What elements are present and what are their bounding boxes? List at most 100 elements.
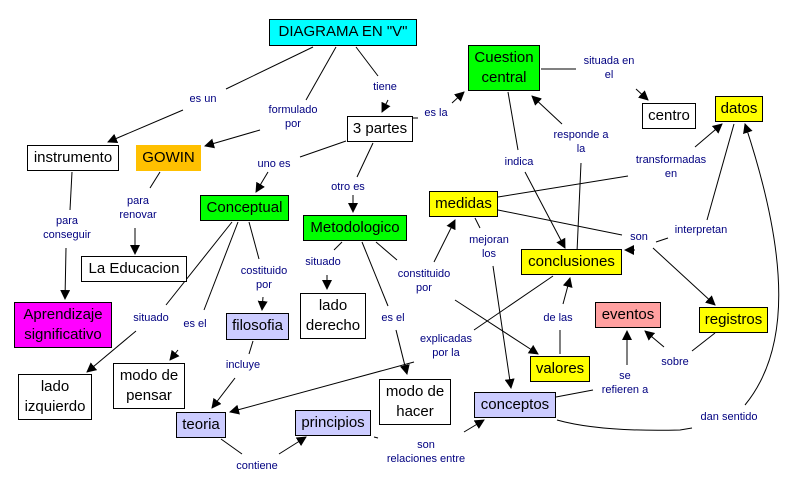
link-label-es-la: es la bbox=[423, 106, 449, 120]
link-label-para-conseguir: para conseguir bbox=[42, 214, 92, 242]
link-label-tiene: tiene bbox=[372, 80, 398, 94]
node-filosofia[interactable]: filosofia bbox=[226, 313, 289, 340]
link-label-uno-es: uno es bbox=[256, 157, 292, 171]
link-label-transformadas-en: transformadas en bbox=[634, 153, 708, 181]
connector bbox=[355, 46, 379, 77]
connector bbox=[299, 140, 347, 158]
node-valores[interactable]: valores bbox=[530, 356, 590, 382]
connector bbox=[203, 221, 239, 311]
link-label-indica: indica bbox=[503, 155, 535, 169]
connector bbox=[225, 46, 314, 90]
connector bbox=[204, 129, 261, 149]
node-lado-izquierdo[interactable]: lado izquierdo bbox=[18, 374, 92, 420]
connector bbox=[305, 46, 337, 101]
link-label-incluye: incluye bbox=[224, 358, 262, 372]
link-label-son-relaciones-entre: son relaciones entre bbox=[385, 438, 467, 466]
node-cuestion-central[interactable]: Cuestion central bbox=[468, 45, 540, 91]
connector bbox=[473, 275, 554, 331]
connector bbox=[474, 217, 481, 229]
node-conceptual[interactable]: Conceptual bbox=[200, 195, 289, 221]
connector bbox=[451, 91, 465, 104]
connector bbox=[395, 329, 410, 375]
node-teoria[interactable]: teoria bbox=[176, 412, 226, 438]
connector bbox=[507, 91, 519, 151]
connector bbox=[149, 171, 161, 189]
connector bbox=[211, 377, 236, 409]
connector bbox=[706, 123, 735, 221]
connector bbox=[463, 419, 485, 433]
node-eventos[interactable]: eventos bbox=[595, 302, 661, 328]
connector bbox=[562, 277, 573, 305]
node-modo-de-hacer[interactable]: modo de hacer bbox=[379, 379, 451, 425]
link-label-responde-a-la: responde a la bbox=[552, 128, 610, 156]
link-label-situado-left: situado bbox=[132, 311, 170, 325]
node-medidas[interactable]: medidas bbox=[429, 191, 498, 217]
connector bbox=[555, 389, 594, 398]
node-centro[interactable]: centro bbox=[642, 103, 696, 129]
link-label-es-el-right: es el bbox=[380, 311, 406, 325]
node-conclusiones[interactable]: conclusiones bbox=[521, 249, 622, 275]
node-gowin[interactable]: GOWIN bbox=[136, 145, 201, 171]
node-3-partes[interactable]: 3 partes bbox=[347, 116, 413, 142]
link-label-costituido-por: costituido por bbox=[239, 264, 289, 292]
node-metodologico[interactable]: Metodologico bbox=[303, 215, 407, 241]
link-label-contiene: contiene bbox=[235, 459, 279, 473]
link-label-son: son bbox=[629, 230, 649, 244]
link-label-interpretan: interpretan bbox=[673, 223, 729, 237]
link-label-es-el-left: es el bbox=[182, 317, 208, 331]
connector bbox=[220, 438, 243, 455]
node-principios[interactable]: principios bbox=[295, 410, 371, 436]
link-label-explicadas-por-la: explicadas por la bbox=[419, 332, 473, 360]
connector bbox=[497, 209, 623, 236]
node-datos[interactable]: datos bbox=[715, 96, 763, 122]
node-diagrama-en-v[interactable]: DIAGRAMA EN "V" bbox=[269, 19, 417, 46]
connector bbox=[248, 221, 260, 260]
connector bbox=[107, 109, 184, 144]
connector bbox=[492, 265, 515, 389]
connector bbox=[381, 99, 391, 113]
connector bbox=[356, 142, 374, 178]
connector bbox=[169, 349, 180, 361]
link-label-formulado-por: formulado por bbox=[267, 103, 319, 131]
connector bbox=[524, 171, 566, 249]
connector bbox=[60, 247, 71, 300]
connector bbox=[556, 419, 693, 431]
link-label-de-las: de las bbox=[542, 311, 574, 325]
link-label-es-un: es un bbox=[188, 92, 218, 106]
connector bbox=[691, 332, 716, 352]
connector bbox=[86, 330, 137, 373]
connector bbox=[652, 247, 716, 306]
connector bbox=[497, 175, 629, 198]
connector bbox=[361, 241, 389, 307]
connector bbox=[531, 95, 563, 125]
connector bbox=[576, 162, 582, 253]
link-label-sobre: sobre bbox=[660, 355, 690, 369]
node-lado-derecho[interactable]: lado derecho bbox=[300, 293, 366, 339]
node-conceptos[interactable]: conceptos bbox=[474, 392, 556, 418]
connector bbox=[635, 88, 649, 101]
connector bbox=[165, 221, 233, 306]
link-label-constituido-por: constituido por bbox=[396, 267, 452, 295]
node-instrumento[interactable]: instrumento bbox=[27, 145, 119, 171]
link-label-situado-right: situado bbox=[304, 255, 342, 269]
node-la-educacion[interactable]: La Educacion bbox=[81, 256, 187, 282]
connector bbox=[433, 219, 456, 263]
node-registros[interactable]: registros bbox=[699, 307, 768, 333]
node-modo-de-pensar[interactable]: modo de pensar bbox=[113, 363, 185, 409]
connector bbox=[373, 436, 379, 439]
connector bbox=[229, 361, 415, 415]
connector bbox=[644, 330, 665, 348]
node-aprendizaje-significativo[interactable]: Aprendizaje significativo bbox=[14, 302, 112, 348]
link-label-para-renovar: para renovar bbox=[118, 194, 158, 222]
link-label-situada-en-el: situada en el bbox=[582, 54, 636, 82]
link-label-otro-es: otro es bbox=[330, 180, 366, 194]
connector bbox=[454, 299, 539, 355]
connector bbox=[743, 123, 780, 406]
connector bbox=[69, 171, 73, 211]
link-label-se-refieren-a: se refieren a bbox=[600, 369, 650, 397]
link-label-mejoran-los: mejoran los bbox=[468, 233, 510, 261]
connector bbox=[333, 241, 343, 251]
connector bbox=[278, 436, 307, 455]
connector bbox=[257, 296, 268, 311]
